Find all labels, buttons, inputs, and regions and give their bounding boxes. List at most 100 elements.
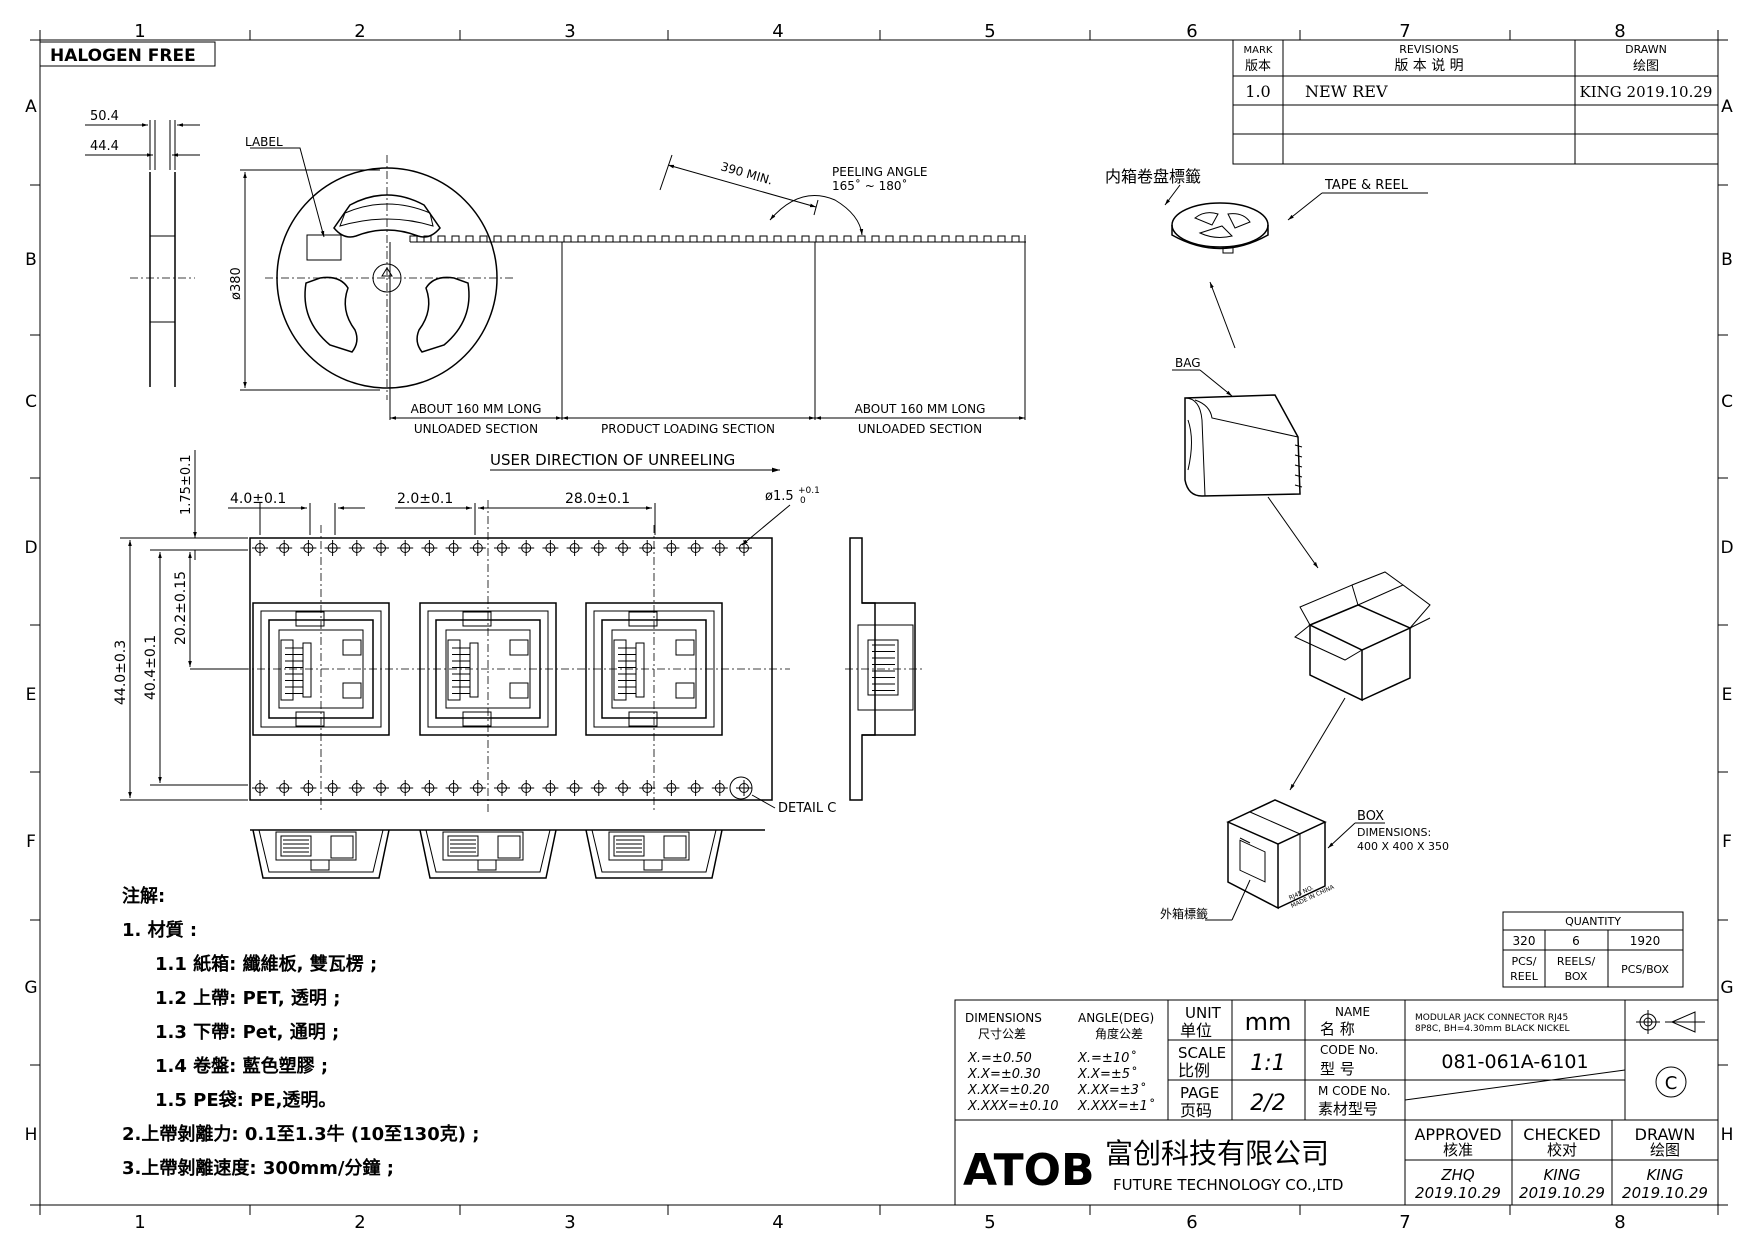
- company-logo: ATOB: [963, 1145, 1095, 1196]
- tb-tol-ang: X.=±10˚: [1077, 1050, 1136, 1066]
- row-label: F: [26, 832, 36, 852]
- carrier-tape-top-view: 4.0±0.1 2.0±0.1 28.0±0.1 ø1.5 +0.1 0 1.7…: [113, 450, 836, 816]
- rev-drawn-header-cn: 绘图: [1633, 59, 1659, 74]
- bag-icon: [1184, 394, 1303, 497]
- tb-tol-lin: X.X=±0.30: [967, 1067, 1041, 1082]
- unit-reels-box-1: REELS/: [1557, 955, 1596, 968]
- tb-code-value: 081-061A-6101: [1441, 1051, 1588, 1073]
- row-label: A: [25, 97, 37, 117]
- tb-drawn-by: KING: [1646, 1166, 1683, 1184]
- column-label: 1: [134, 1212, 145, 1233]
- dim-pocket-pitch: 28.0±0.1: [565, 491, 630, 507]
- tb-checked: CHECKED: [1523, 1125, 1600, 1144]
- row-label: C: [25, 392, 37, 412]
- dim-2-0: 2.0±0.1: [397, 491, 453, 507]
- column-label: 7: [1399, 1212, 1410, 1233]
- column-label: 8: [1614, 1212, 1625, 1233]
- unreel-direction: USER DIRECTION OF UNREELING: [490, 451, 735, 469]
- tb-name: NAME: [1335, 1005, 1370, 1019]
- column-label: 4: [772, 1212, 783, 1233]
- tb-code-cn: 型 号: [1320, 1060, 1355, 1078]
- column-label: 2: [354, 21, 365, 42]
- column-label: 1: [134, 21, 145, 42]
- row-label: D: [1720, 538, 1733, 558]
- tape-pocket-section: [585, 829, 723, 879]
- open-box-icon: [1294, 571, 1431, 702]
- tb-tol-ang: X.X=±5˚: [1077, 1066, 1137, 1082]
- inner-label-text: 内箱卷盘標籤: [1105, 167, 1201, 186]
- tb-name-value-2: 8P8C, BH=4.30mm BLACK NICKEL: [1415, 1024, 1570, 1034]
- tb-scale: SCALE: [1178, 1044, 1226, 1062]
- packing-flow: 内箱卷盘標籤 TAPE & REEL BAG: [1105, 167, 1449, 921]
- outer-label-text: 外箱標籤: [1160, 906, 1208, 921]
- tb-drawn-cn: 绘图: [1650, 1141, 1680, 1159]
- tape-reel-label: TAPE & REEL: [1324, 178, 1409, 193]
- rev-row-drawn: KING 2019.10.29: [1580, 83, 1713, 101]
- dim-20-2: 20.2±0.15: [173, 571, 189, 645]
- unit-pcs-reel-2: REEL: [1510, 970, 1539, 983]
- box-dims-label: DIMENSIONS:: [1357, 826, 1431, 839]
- rev-drawn-header: DRAWN: [1625, 43, 1667, 56]
- tb-mcode-cn: 素材型号: [1318, 1100, 1378, 1118]
- note-line: 3.上帶剝離速度: 300mm/分鐘 ;: [122, 1157, 394, 1179]
- copyright-icon: [1655, 1066, 1687, 1098]
- dim-pitch-4: 4.0±0.1: [230, 491, 286, 507]
- tb-code: CODE No.: [1320, 1043, 1378, 1057]
- tb-unit: UNIT: [1185, 1004, 1222, 1022]
- rev-mark-header-cn: 版本: [1245, 59, 1271, 74]
- column-label: 5: [984, 21, 995, 42]
- sheet-border: [30, 30, 1728, 1215]
- quantity-table: QUANTITY 320 6 1920 PCS/ REEL REELS/ BOX…: [1502, 911, 1684, 988]
- rev-row-desc: NEW REV: [1305, 82, 1388, 101]
- bag-label: BAG: [1175, 356, 1201, 370]
- row-label: H: [25, 1125, 38, 1145]
- row-label: E: [1722, 685, 1733, 705]
- section-left-length: ABOUT 160 MM LONG: [411, 402, 542, 416]
- box-label: BOX: [1357, 809, 1384, 824]
- projection-symbol-icon: [1636, 1010, 1705, 1034]
- unit-pcs-box: PCS/BOX: [1621, 963, 1669, 976]
- tb-mcode: M CODE No.: [1318, 1084, 1391, 1098]
- tb-tol-ang: X.XXX=±1˚: [1077, 1098, 1155, 1114]
- unit-reels-box-2: BOX: [1565, 970, 1588, 983]
- carrier-tape-side-view: [845, 537, 925, 801]
- tb-page-value: 2/2: [1250, 1091, 1285, 1116]
- note-line: 1. 材質 :: [122, 919, 197, 941]
- rev-row-mark: 1.0: [1245, 82, 1270, 101]
- section-right-name: UNLOADED SECTION: [858, 422, 982, 436]
- note-line: 1.2 上帶: PET, 透明 ;: [155, 988, 340, 1009]
- qty-reels-box: 6: [1572, 934, 1580, 948]
- column-label: 5: [984, 1212, 995, 1233]
- reel-diameter: ø380: [229, 267, 244, 300]
- box-dims: 400 X 400 X 350: [1357, 840, 1449, 853]
- column-label: 7: [1399, 21, 1410, 42]
- notes: 注解: 1. 材質 : 1.1 紙箱: 纖維板, 雙瓦楞 ; 1.2 上帶: P…: [122, 885, 479, 1179]
- row-label: H: [1721, 1125, 1734, 1145]
- column-label: 6: [1186, 21, 1197, 42]
- tb-tol-ang: X.XX=±3˚: [1077, 1082, 1146, 1098]
- peeling-angle-label: PEELING ANGLE: [832, 165, 927, 179]
- tb-approved-date: 2019.10.29: [1415, 1184, 1501, 1202]
- tb-checked-date: 2019.10.29: [1519, 1184, 1605, 1202]
- tb-drawn: DRAWN: [1635, 1125, 1696, 1144]
- revisions-table: MARK 版本 REVISIONS 版 本 说 明 DRAWN 绘图 1.0 N…: [1232, 39, 1719, 165]
- company-name-cn: 富创科技有限公司: [1105, 1137, 1329, 1170]
- notes-title: 注解:: [122, 885, 165, 907]
- row-label: B: [1721, 250, 1733, 270]
- column-label: 3: [564, 1212, 575, 1233]
- halogen-free-stamp: HALOGEN FREE: [39, 41, 216, 67]
- column-label: 4: [772, 21, 783, 42]
- svg-text:HALOGEN FREE: HALOGEN FREE: [50, 46, 196, 66]
- row-label: D: [24, 538, 37, 558]
- dim-390-min: 390 MIN.: [719, 159, 774, 187]
- tb-drawn-date: 2019.10.29: [1622, 1184, 1708, 1202]
- tb-checked-cn: 校对: [1547, 1141, 1577, 1159]
- note-line: 1.3 下帶: Pet, 通明 ;: [155, 1022, 339, 1043]
- reel-front-view: LABEL ø380: [229, 135, 515, 400]
- tb-unit-cn: 单位: [1180, 1021, 1212, 1040]
- tape-leader: 390 MIN. PEELING ANGLE 165˚ ~ 180˚ ABOUT…: [389, 154, 1026, 473]
